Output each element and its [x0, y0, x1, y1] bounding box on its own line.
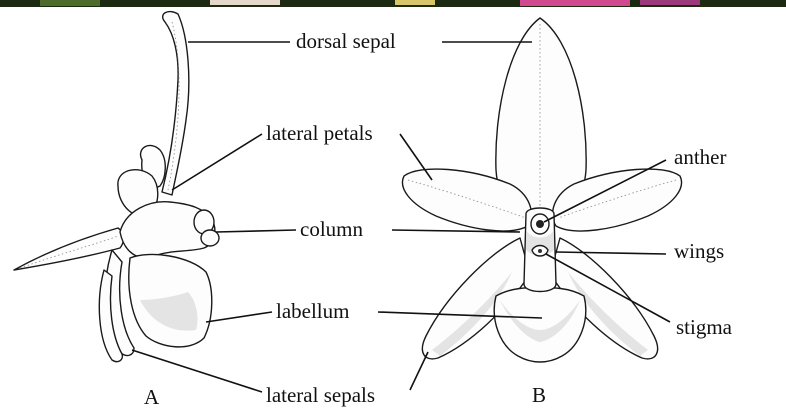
flower-front-view	[402, 18, 681, 362]
panel-label-a: A	[144, 385, 160, 408]
label-labellum: labellum	[276, 299, 349, 323]
label-wings: wings	[674, 239, 724, 263]
label-lateral-sepals: lateral sepals	[266, 383, 375, 407]
label-column: column	[300, 217, 363, 241]
label-lateral-petals: lateral petals	[266, 121, 373, 145]
flower-side-view	[14, 12, 219, 362]
label-dorsal-sepal: dorsal sepal	[296, 29, 396, 53]
label-anther: anther	[674, 145, 726, 169]
labellum-front	[494, 288, 585, 362]
photo-strip	[0, 0, 786, 7]
panel-label-b: B	[532, 383, 546, 407]
lateral-sepal-left-spike	[14, 228, 124, 270]
dorsal-sepal-side	[162, 12, 189, 195]
label-stigma: stigma	[676, 315, 733, 339]
